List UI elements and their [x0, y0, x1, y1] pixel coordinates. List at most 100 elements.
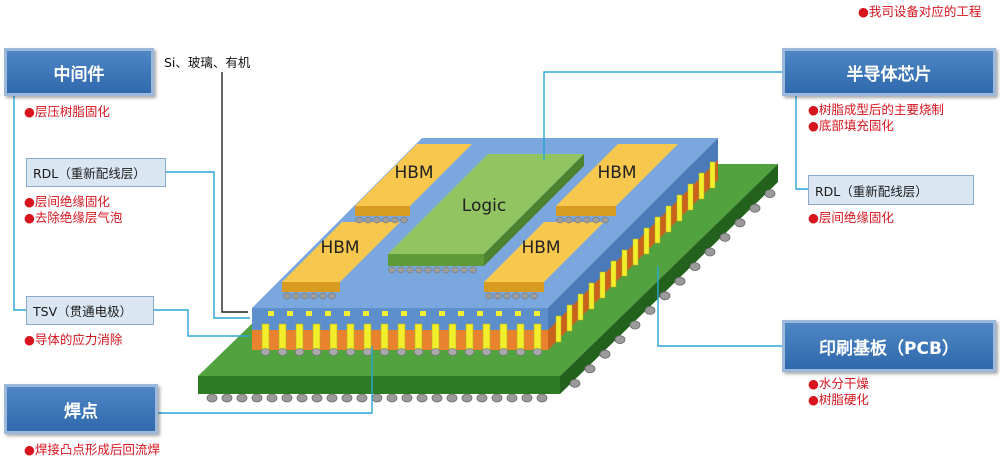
pcb-ball [521, 393, 533, 403]
tsv-pillar [346, 323, 355, 351]
hbm-label-top-right: HBM [597, 163, 636, 183]
pcb-ball [251, 393, 263, 403]
semiconductor-note-2: ●底部填充固化 [808, 118, 894, 133]
micro-bump [396, 348, 407, 356]
hbm-chip-bottom-left [282, 222, 400, 292]
chip-bump [442, 266, 450, 274]
pcb-ball [401, 393, 413, 403]
tsv-pillar [499, 323, 508, 351]
pcb-ball [506, 393, 518, 403]
chip-bump [433, 266, 441, 274]
micro-bump [413, 348, 424, 356]
rdl-via [477, 311, 483, 316]
chip-bump [556, 216, 564, 224]
hbm-chip-bottom-right [484, 222, 604, 292]
pcb-ball [281, 393, 293, 403]
hbm-chip-top-left [355, 144, 472, 216]
semiconductor-box: 半导体芯片 [782, 48, 996, 96]
micro-bump [430, 348, 441, 356]
chip-bump [388, 266, 396, 274]
pcb-ball [764, 189, 776, 199]
chip-bump [592, 216, 600, 224]
chip-bump [391, 216, 399, 224]
side-pillar [555, 315, 562, 343]
logic-label: Logic [462, 196, 506, 216]
chip-bump [310, 292, 318, 300]
tsv-pillars [260, 311, 543, 356]
pcb-ball [356, 393, 368, 403]
rdl-via [534, 311, 540, 316]
tsv-pillar [278, 323, 287, 351]
pcb-note-2: ●树脂硬化 [808, 392, 869, 407]
micro-bump [277, 348, 288, 356]
interposer-note-1: ●层压树脂固化 [24, 104, 110, 119]
tsv-pillar [295, 323, 304, 351]
tsv-pillar [363, 323, 372, 351]
pcb-ball [599, 349, 611, 359]
tsv-pillar [312, 323, 321, 351]
rdl-left-box: RDL（重新配线层） [26, 158, 166, 187]
rdl-left-note-2: ●去除绝缘层气泡 [24, 210, 123, 225]
micro-bump [498, 348, 509, 356]
chip-bump [424, 266, 432, 274]
hbm-label-top-left: HBM [394, 163, 433, 183]
side-pillar [709, 161, 716, 189]
side-pillar [676, 194, 683, 222]
rdl-via [439, 311, 445, 316]
pcb-ball [674, 276, 686, 286]
solder-note-1: ●焊接凸点形成后回流焊 [24, 442, 160, 457]
tsv-pillar [397, 323, 406, 351]
pcb-ball [704, 247, 716, 257]
pcb-ball [221, 393, 233, 403]
header-note: ●我司设备对应的工程 [858, 4, 982, 19]
rdl-via [458, 311, 464, 316]
semiconductor-note-1: ●树脂成型后的主要烧制 [808, 102, 944, 117]
chip-bump [373, 216, 381, 224]
interposer-box: 中间件 [4, 48, 154, 96]
tsv-pillar [448, 323, 457, 351]
micro-bump [379, 348, 390, 356]
chip-bump [565, 216, 573, 224]
tsv-box: TSV（贯通电极） [26, 296, 154, 325]
solder-box: 焊点 [4, 384, 158, 434]
chip-bump [601, 216, 609, 224]
pcb-ball [341, 393, 353, 403]
pcb-ball [719, 232, 731, 242]
rdl-via [363, 311, 369, 316]
chip-bump [469, 266, 477, 274]
rdl-via [515, 311, 521, 316]
pcb-ball [431, 393, 443, 403]
chip-bump [485, 292, 493, 300]
micro-bump [345, 348, 356, 356]
side-pillar [577, 293, 584, 321]
micro-bump [294, 348, 305, 356]
pcb-ball [446, 393, 458, 403]
micro-bump [447, 348, 458, 356]
pcb-ball [311, 393, 323, 403]
chip-bump [530, 292, 538, 300]
chip-bump [397, 266, 405, 274]
rdl-via [325, 311, 331, 316]
pcb-ball [476, 393, 488, 403]
pcb-ball [629, 320, 641, 330]
tsv-pillar [431, 323, 440, 351]
micro-bump [260, 348, 271, 356]
rdl-via [382, 311, 388, 316]
tsv-pillar [482, 323, 491, 351]
chip-bump [494, 292, 502, 300]
tsv-pillar [516, 323, 525, 351]
chip-bump [521, 292, 529, 300]
micro-bump [464, 348, 475, 356]
side-pillar [654, 216, 661, 244]
micro-bump [515, 348, 526, 356]
micro-bump [532, 348, 543, 356]
chip-bump [364, 216, 372, 224]
side-pillar [698, 172, 705, 200]
pcb-ball [644, 305, 656, 315]
pcb-ball [371, 393, 383, 403]
tsv-pillar [380, 323, 389, 351]
rdl-via [306, 311, 312, 316]
rdl-left-note-1: ●层间绝缘固化 [24, 194, 110, 209]
tsv-note-1: ●导体的应力消除 [24, 332, 123, 347]
